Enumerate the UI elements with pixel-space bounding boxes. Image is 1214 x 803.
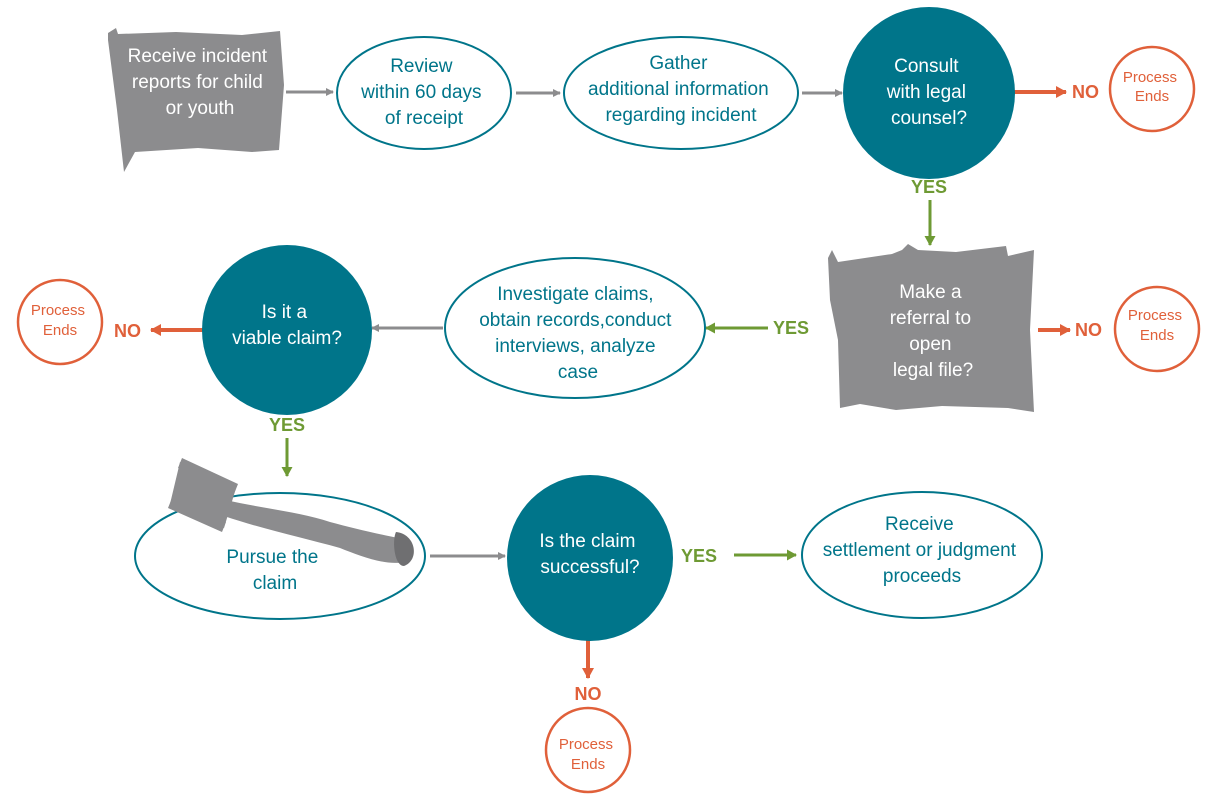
node-viable: Is it a viable claim? [232, 302, 342, 349]
node-investigate: Investigate claims, obtain records,condu… [479, 284, 677, 383]
node-successful: Is the claim successful? [539, 531, 640, 578]
node-consult-shape [843, 7, 1015, 179]
gavel-icon [168, 458, 414, 566]
end-node-1-shape [1108, 45, 1196, 133]
end-node-1: Process Ends [1123, 69, 1181, 105]
label-yes-consult: YES [911, 177, 947, 197]
end-node-3-shape [16, 278, 104, 366]
node-settlement: Receive settlement or judgment proceeds [823, 514, 1022, 587]
node-settlement-shape [801, 491, 1043, 619]
node-gather-shape [563, 36, 799, 150]
node-successful-shape [507, 475, 673, 641]
node-review: Review within 60 days of receipt [360, 56, 487, 129]
label-no-consult: NO [1072, 82, 1099, 102]
node-review-shape [336, 36, 512, 150]
node-receive-reports: Receive incident reports for child or yo… [128, 46, 273, 119]
node-gather: Gather additional information regarding … [588, 53, 774, 126]
end-node-4: Process Ends [559, 736, 617, 773]
label-no-successful: NO [575, 684, 602, 704]
label-yes-successful: YES [681, 546, 717, 566]
label-yes-viable: YES [269, 415, 305, 435]
node-investigate-shape [444, 257, 706, 399]
end-node-2: Process Ends [1128, 307, 1186, 344]
end-node-3: Process Ends [31, 302, 89, 339]
label-yes-referral: YES [773, 318, 809, 338]
node-referral: Make a referral to open legal file? [890, 282, 977, 381]
node-viable-shape [202, 245, 372, 415]
end-node-2-shape [1113, 285, 1201, 373]
document-icon [108, 28, 284, 172]
folder-icon [828, 244, 1034, 412]
node-consult: Consult with legal counsel? [886, 56, 972, 129]
label-no-viable: NO [114, 321, 141, 341]
label-no-referral: NO [1075, 320, 1102, 340]
end-node-4-shape [544, 706, 632, 794]
node-pursue: Pursue the claim [226, 547, 323, 594]
